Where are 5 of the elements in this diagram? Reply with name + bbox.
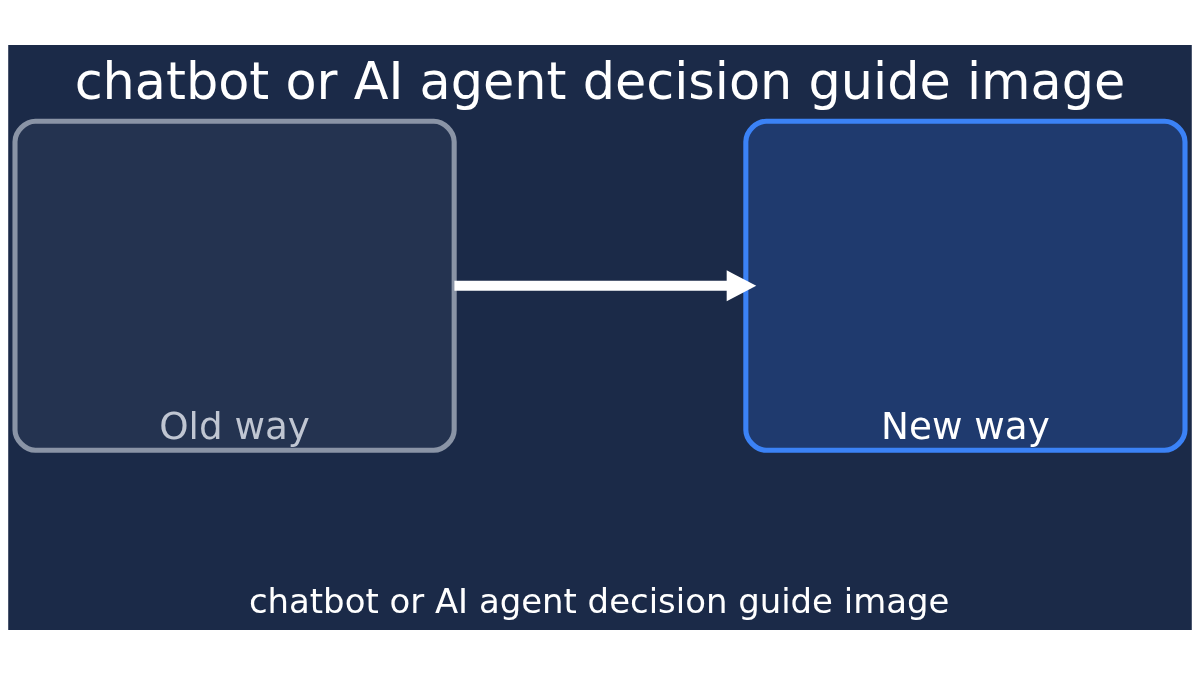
caption: chatbot or AI agent decision guide image [248,582,950,622]
diagram-title: chatbot or AI agent decision guide image [74,52,1126,112]
arrow [454,270,757,302]
node-box: Old way [12,118,457,453]
node-box: New way [743,118,1188,453]
